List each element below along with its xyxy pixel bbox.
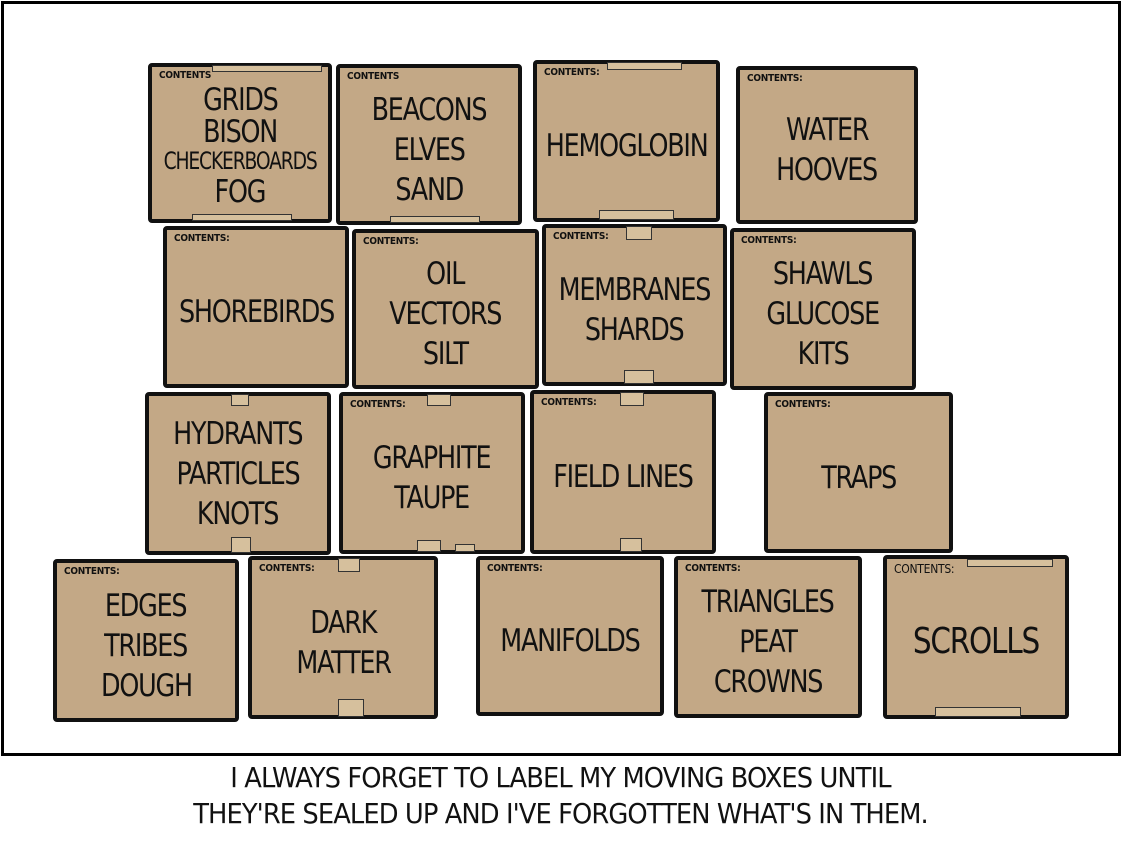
box-item: HYDRANTS xyxy=(173,415,303,452)
box-item: DOUGH xyxy=(100,667,193,704)
box-item: GRIDS xyxy=(202,82,279,118)
box-item: PEAT xyxy=(739,624,798,660)
moving-box: CONTENTS: DARK MATTER xyxy=(248,556,438,719)
box-item: FOG xyxy=(214,174,267,210)
tape xyxy=(626,226,652,240)
box-label: CONTENTS: xyxy=(363,236,419,247)
tape xyxy=(967,559,1053,567)
moving-box: CONTENTS: TRIANGLES PEAT CROWNS xyxy=(674,556,862,718)
moving-box: CONTENTS GRIDS BISON CHECKERBOARDS FOG xyxy=(148,63,332,223)
caption-line-2: THEY'RE SEALED UP AND I'VE FORGOTTEN WHA… xyxy=(193,797,928,830)
box-item: TRIBES xyxy=(104,627,189,664)
box-item: VECTORS xyxy=(389,296,503,332)
box-item: PARTICLES xyxy=(176,455,301,492)
moving-box: CONTENTS: SHOREBIRDS xyxy=(163,226,349,388)
box-label: CONTENTS: xyxy=(174,233,230,244)
tape xyxy=(620,392,644,406)
moving-box: CONTENTS: SCROLLS xyxy=(883,555,1069,719)
tape xyxy=(427,394,451,406)
tape xyxy=(212,65,322,72)
box-item: TAUPE xyxy=(394,480,471,516)
box-label: CONTENTS: xyxy=(747,73,803,84)
box-item: DARK xyxy=(310,604,377,641)
moving-box: CONTENTS: MEMBRANES SHARDS xyxy=(542,224,727,386)
box-label: CONTENTS: xyxy=(64,566,120,577)
moving-box: CONTENTS: EDGES TRIBES DOUGH xyxy=(53,559,239,722)
tape xyxy=(338,558,360,572)
box-item: SAND xyxy=(395,171,464,208)
tape xyxy=(231,537,251,553)
box-label: CONTENTS: xyxy=(350,399,406,410)
box-item: WATER xyxy=(785,112,870,148)
box-item: KNOTS xyxy=(197,495,279,532)
box-label: CONTENTS xyxy=(159,70,212,81)
box-item: EDGES xyxy=(105,587,188,624)
box-item: BISON xyxy=(203,114,278,150)
box-item: SILT xyxy=(423,336,469,372)
box-label: CONTENTS: xyxy=(685,563,741,574)
moving-box: CONTENTS: GRAPHITE TAUPE xyxy=(339,392,525,554)
tape xyxy=(455,544,475,552)
moving-box: CONTENTS: SHAWLS GLUCOSE KITS xyxy=(730,228,916,390)
comic-caption: I ALWAYS FORGET TO LABEL MY MOVING BOXES… xyxy=(0,760,1121,832)
tape xyxy=(935,707,1021,717)
box-item: MEMBRANES xyxy=(558,272,712,308)
box-label: CONTENTS: xyxy=(894,562,955,576)
tape xyxy=(192,214,292,221)
box-item: OIL xyxy=(426,256,465,292)
moving-box: CONTENTS: HEMOGLOBIN xyxy=(533,60,720,222)
box-item: MATTER xyxy=(295,644,392,681)
box-item: HOOVES xyxy=(776,152,879,188)
box-item: GLUCOSE xyxy=(766,296,881,332)
box-item: FIELD LINES xyxy=(553,459,694,495)
box-label: CONTENTS: xyxy=(541,397,597,408)
moving-box: CONTENTS BEACONS ELVES SAND xyxy=(336,64,522,225)
box-item: SHARDS xyxy=(585,312,685,348)
moving-box: CONTENTS: FIELD LINES xyxy=(530,390,716,554)
box-label: CONTENTS: xyxy=(259,563,315,574)
box-label: CONTENTS: xyxy=(775,399,831,410)
box-item: TRIANGLES xyxy=(701,584,835,620)
moving-box: CONTENTS: OIL VECTORS SILT xyxy=(352,229,539,389)
tape xyxy=(620,538,642,552)
box-item: MANIFOLDS xyxy=(500,623,641,659)
box-label: CONTENTS: xyxy=(544,67,600,78)
tape xyxy=(338,699,364,717)
moving-box: HYDRANTS PARTICLES KNOTS xyxy=(145,392,331,555)
box-item: SHAWLS xyxy=(773,256,874,292)
box-label: CONTENTS: xyxy=(553,231,609,242)
box-item: SHOREBIRDS xyxy=(178,294,335,330)
tape xyxy=(390,216,480,223)
moving-box: CONTENTS: TRAPS xyxy=(764,392,953,553)
caption-line-1: I ALWAYS FORGET TO LABEL MY MOVING BOXES… xyxy=(230,761,891,794)
box-item: KITS xyxy=(797,336,850,372)
moving-box: CONTENTS: WATER HOOVES xyxy=(736,66,918,224)
box-item: GRAPHITE xyxy=(373,440,492,476)
box-item: ELVES xyxy=(393,131,466,168)
box-item: CHECKERBOARDS xyxy=(163,147,318,175)
box-item: TRAPS xyxy=(821,459,897,496)
tape xyxy=(417,540,441,552)
box-item: CROWNS xyxy=(713,664,824,700)
tape xyxy=(607,62,682,70)
box-label: CONTENTS: xyxy=(741,235,797,246)
box-label: CONTENTS xyxy=(347,71,400,82)
box-item: SCROLLS xyxy=(912,621,1040,662)
tape xyxy=(624,370,654,384)
box-label: CONTENTS: xyxy=(487,563,543,574)
box-item: HEMOGLOBIN xyxy=(545,128,709,164)
tape xyxy=(599,210,674,220)
box-item: BEACONS xyxy=(371,91,488,128)
tape xyxy=(231,394,249,406)
moving-box: CONTENTS: MANIFOLDS xyxy=(476,556,664,716)
